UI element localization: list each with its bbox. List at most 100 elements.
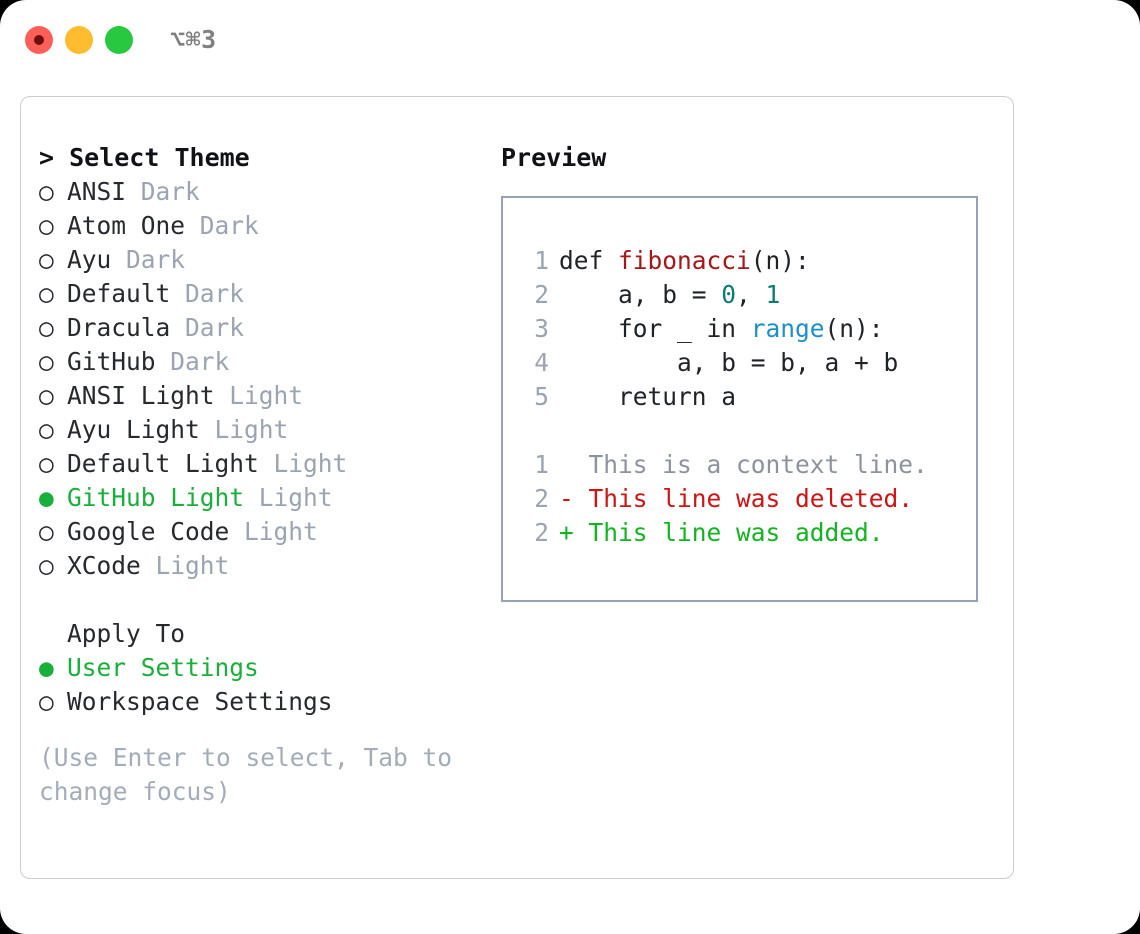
line-number: 5 <box>534 382 549 411</box>
code-token-plain: for _ in <box>559 314 751 343</box>
diff-sample: 1 This is a context line.2- This line wa… <box>503 448 976 550</box>
theme-variant-label: Dark <box>140 177 200 206</box>
apply-to-item[interactable]: ● User Settings <box>39 651 489 685</box>
theme-variant-label: Dark <box>126 245 186 274</box>
radio-unselected-icon: ○ <box>39 381 54 410</box>
apply-to-label: User Settings <box>67 653 259 682</box>
theme-variant-label: Light <box>258 483 333 512</box>
diff-text: This line was added. <box>588 518 884 547</box>
radio-unselected-icon: ○ <box>39 551 54 580</box>
radio-unselected-icon: ○ <box>39 347 54 376</box>
code-line: 5 return a <box>503 380 976 414</box>
code-token-number: 1 <box>765 280 781 309</box>
code-token-plain: (n): <box>824 314 884 343</box>
theme-variant-label: Dark <box>199 211 259 240</box>
apply-to-list: ● User Settings ○ Workspace Settings <box>39 651 489 719</box>
window-maximize-button[interactable] <box>105 26 133 54</box>
apply-to-label: Workspace Settings <box>67 687 333 716</box>
radio-unselected-icon: ○ <box>39 279 54 308</box>
theme-list-item[interactable]: ● GitHub Light Light <box>39 481 489 515</box>
theme-variant-label: Light <box>155 551 230 580</box>
apply-to-header: Apply To <box>67 619 186 648</box>
code-token-plain: return a <box>559 382 737 411</box>
select-theme-header: > Select Theme <box>39 143 250 172</box>
theme-list-item[interactable]: ○ Ayu Dark <box>39 243 489 277</box>
theme-list-item[interactable]: ○ Default Dark <box>39 277 489 311</box>
theme-list-item[interactable]: ○ Dracula Dark <box>39 311 489 345</box>
theme-name-label: Default <box>67 279 171 308</box>
theme-name-label: XCode <box>67 551 141 580</box>
diff-marker: + <box>559 518 589 547</box>
theme-name-label: Google Code <box>67 517 230 546</box>
line-number: 1 <box>534 450 549 479</box>
radio-unselected-icon: ○ <box>39 211 54 240</box>
line-number: 2 <box>534 518 549 547</box>
preview-title: Preview <box>501 143 607 172</box>
theme-variant-label: Dark <box>185 313 245 342</box>
radio-selected-icon: ● <box>39 483 54 512</box>
theme-list: ○ ANSI Dark ○ Atom One Dark ○ Ayu Dark ○ Defaul… <box>39 175 489 583</box>
code-token-plain: a, b = b, a + b <box>559 348 899 377</box>
radio-unselected-icon: ○ <box>39 313 54 342</box>
diff-text: This is a context line. <box>588 450 928 479</box>
keyboard-shortcut-label: ⌥⌘3 <box>170 25 217 54</box>
theme-variant-label: Light <box>244 517 318 546</box>
code-token-plain: a, b = <box>559 280 722 309</box>
theme-name-label: Default Light <box>67 449 259 478</box>
apply-to-item[interactable]: ○ Workspace Settings <box>39 685 489 719</box>
window-titlebar: ⌥⌘3 <box>0 0 1140 78</box>
theme-list-item[interactable]: ○ Atom One Dark <box>39 209 489 243</box>
code-token-plain: , <box>736 280 766 309</box>
theme-name-label: GitHub <box>67 347 156 376</box>
radio-selected-icon: ● <box>39 653 54 682</box>
theme-variant-label: Dark <box>185 279 245 308</box>
radio-unselected-icon: ○ <box>39 245 54 274</box>
radio-unselected-icon: ○ <box>39 415 54 444</box>
theme-list-item[interactable]: ○ ANSI Light Light <box>39 379 489 413</box>
window-minimize-button[interactable] <box>65 26 93 54</box>
theme-list-item[interactable]: ○ ANSI Dark <box>39 175 489 209</box>
diff-line-deleted: 2- This line was deleted. <box>503 482 976 516</box>
content-panel: > Select Theme ○ANSI Dark○Atom One Dark○… <box>20 96 1014 879</box>
code-token-plain: (n): <box>750 246 810 275</box>
radio-unselected-icon: ○ <box>39 449 54 478</box>
theme-list-item[interactable]: ○ GitHub Dark <box>39 345 489 379</box>
theme-list-item[interactable]: ○Google Code Light <box>39 515 489 549</box>
code-diff-spacer <box>503 414 976 448</box>
line-number: 2 <box>534 280 549 309</box>
code-token-plain: def <box>559 246 619 275</box>
theme-name-label: Dracula <box>67 313 171 342</box>
code-token-function: fibonacci <box>618 246 751 275</box>
diff-marker: - <box>559 484 589 513</box>
theme-name-label: ANSI <box>67 177 127 206</box>
radio-unselected-icon: ○ <box>39 687 54 716</box>
theme-list-item[interactable]: ○Ayu Light Light <box>39 413 489 447</box>
theme-variant-label: Light <box>229 381 304 410</box>
code-line: 3 for _ in range(n): <box>503 312 976 346</box>
radio-unselected-icon: ○ <box>39 177 54 206</box>
theme-list-item[interactable]: ○ Default Light Light <box>39 447 489 481</box>
line-number: 2 <box>534 484 549 513</box>
theme-name-label: Ayu <box>67 245 112 274</box>
diff-line-context: 1 This is a context line. <box>503 448 976 482</box>
theme-variant-label: Dark <box>170 347 230 376</box>
code-token-number: 0 <box>721 280 737 309</box>
keyboard-hint-text: (Use Enter to select, Tab to change focu… <box>39 743 453 806</box>
theme-variant-label: Light <box>273 449 348 478</box>
theme-name-label: Atom One <box>67 211 186 240</box>
line-number: 4 <box>534 348 549 377</box>
diff-text: This line was deleted. <box>588 484 914 513</box>
recording-indicator-icon <box>34 35 44 45</box>
code-line: 4 a, b = b, a + b <box>503 346 976 380</box>
theme-name-label: GitHub Light <box>67 483 245 512</box>
theme-name-label: Ayu Light <box>67 415 200 444</box>
theme-selection-column: > Select Theme ○ANSI Dark○Atom One Dark○… <box>39 141 489 809</box>
diff-line-added: 2 + This line was added. <box>503 516 976 550</box>
theme-name-label: ANSI Light <box>67 381 215 410</box>
code-line: 2 a, b = 0, 1 <box>503 278 976 312</box>
theme-list-item[interactable]: ○ XCode Light <box>39 549 489 583</box>
